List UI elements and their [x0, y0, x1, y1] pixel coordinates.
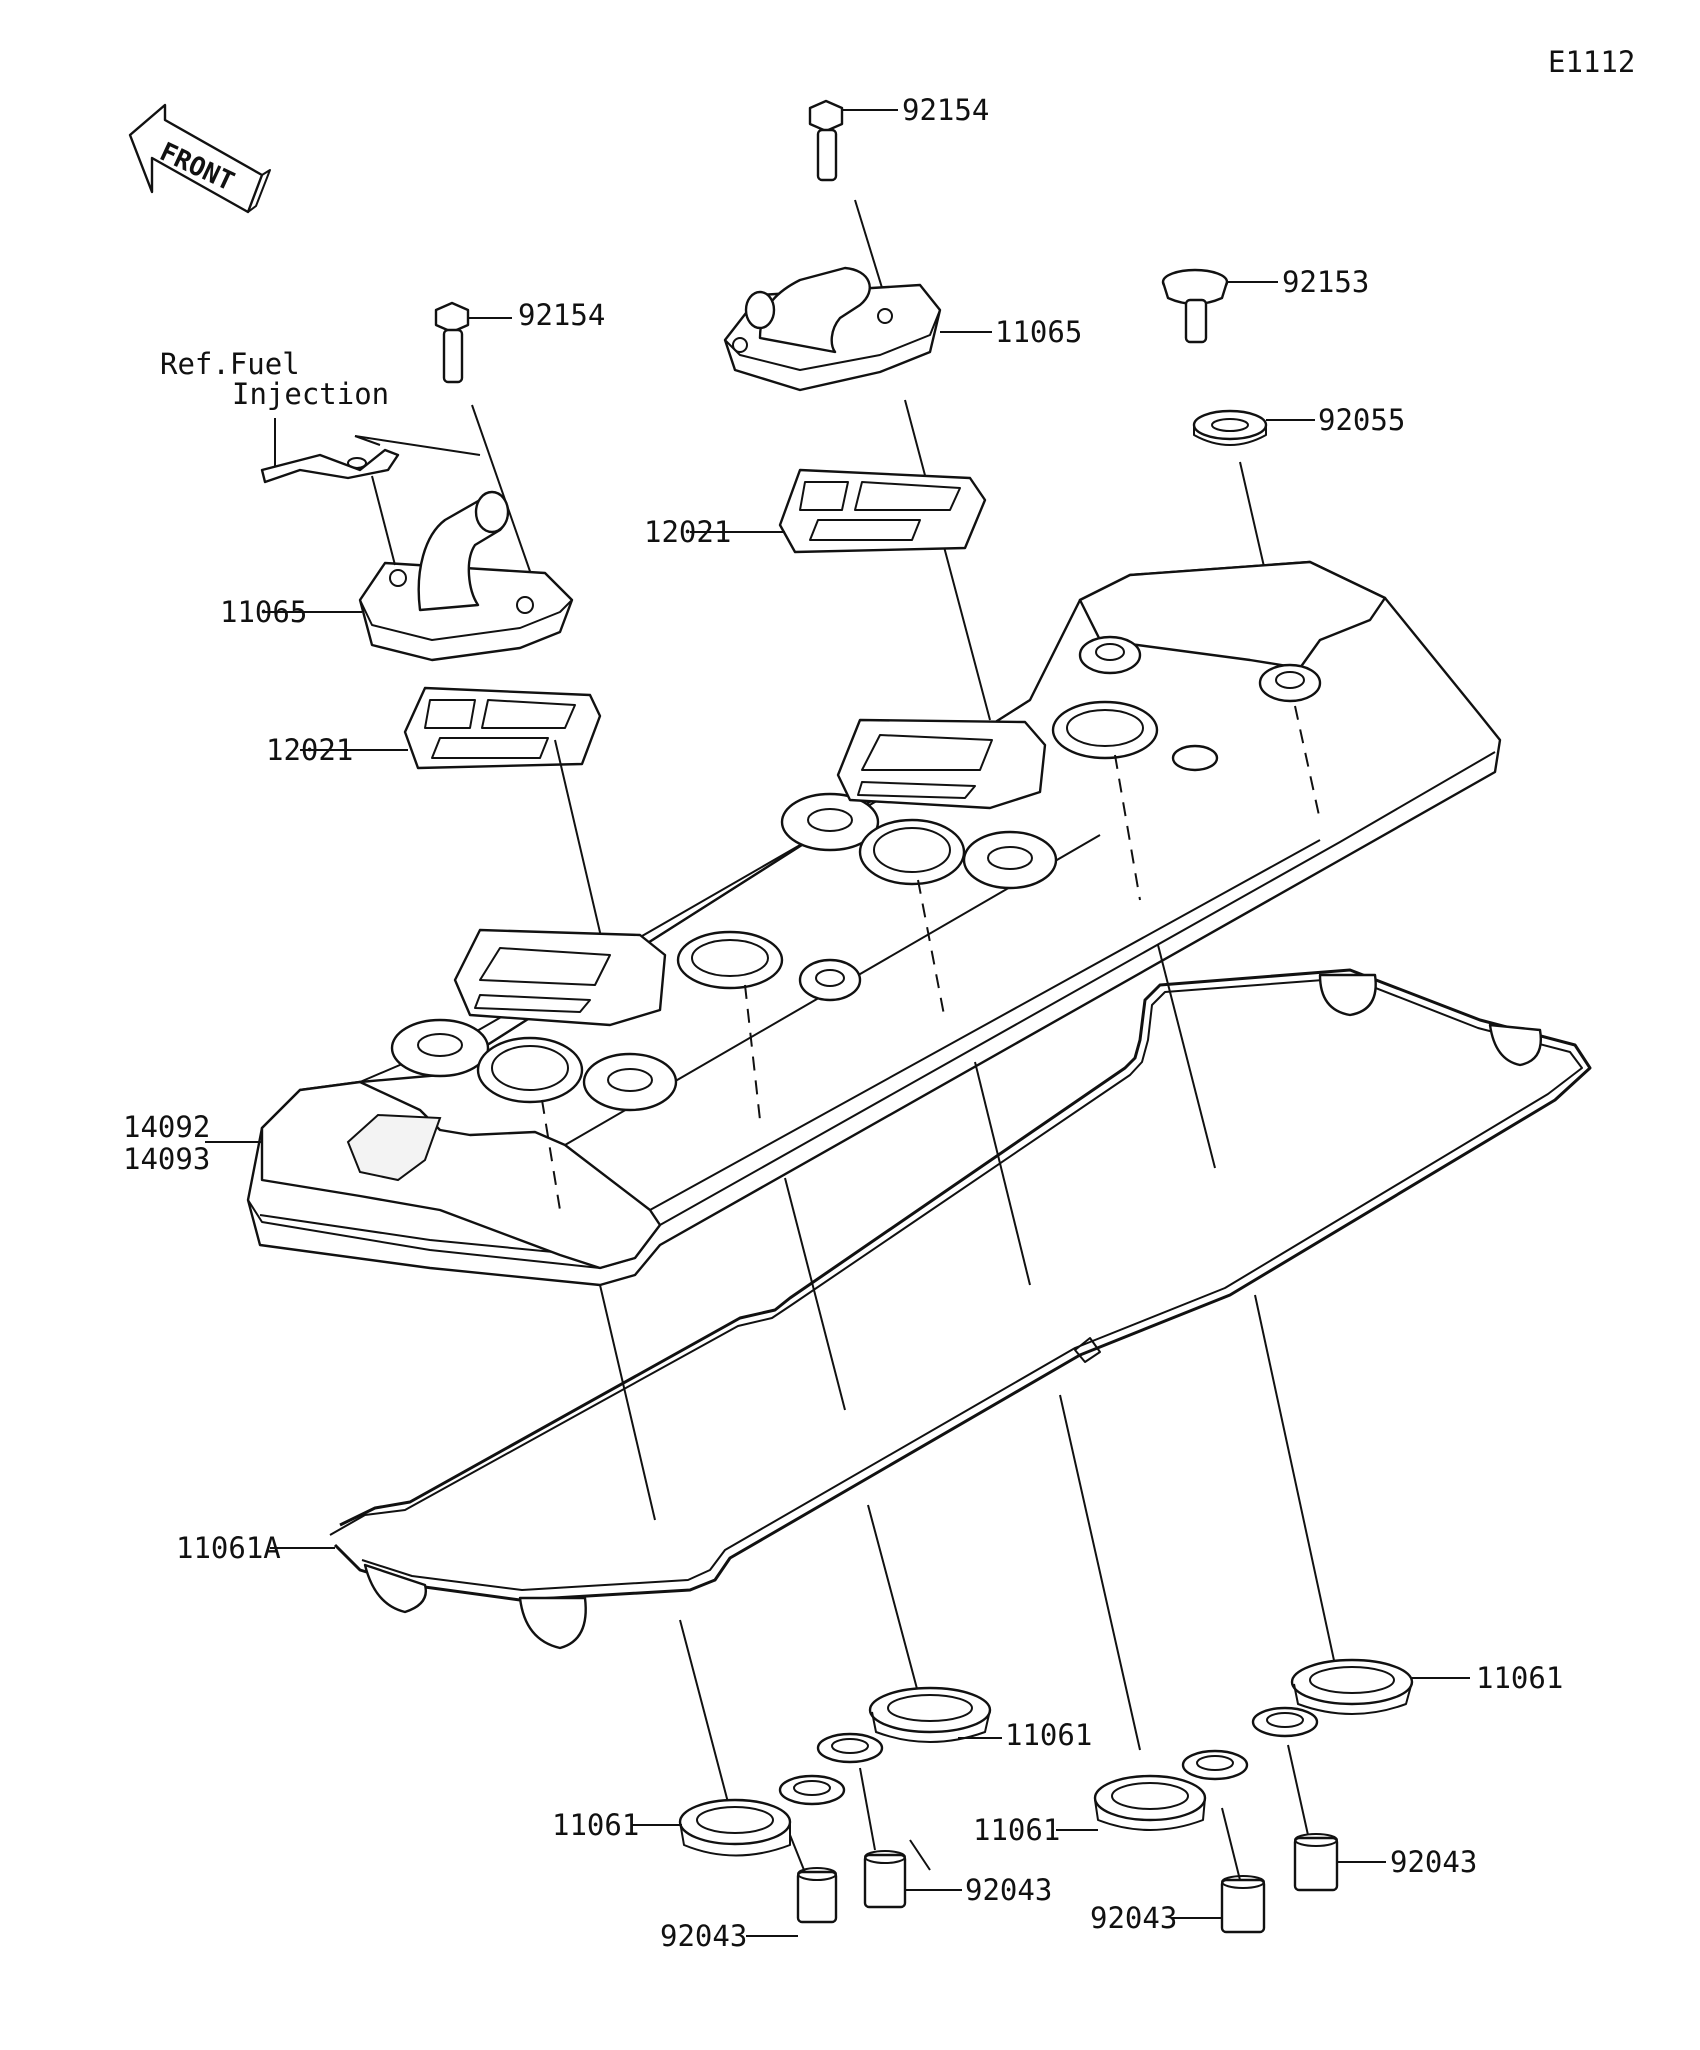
label-collar-3: 92043 [1090, 1901, 1177, 1935]
label-plug-gasket-4: 11061 [1476, 1661, 1563, 1695]
label-plug-gasket-2: 11061 [1005, 1718, 1092, 1752]
front-arrow-icon: FRONT [128, 103, 271, 214]
ref-label-line1: Ref.Fuel [160, 347, 300, 381]
collar-1 [796, 1867, 838, 1924]
bolt-center [808, 99, 844, 182]
plug-gasket-4 [1251, 1658, 1414, 1738]
collar-4 [1293, 1833, 1339, 1892]
label-bolt-right: 92153 [1282, 265, 1369, 299]
label-bolt-left: 92154 [518, 298, 605, 332]
diagram-code: E1112 [1548, 45, 1635, 79]
reed-valve-center [778, 468, 987, 554]
reed-valve-left [403, 686, 602, 770]
label-cover-gasket: 11061A [176, 1531, 281, 1565]
label-cover-code-1: 14092 [123, 1110, 210, 1144]
label-plug-gasket-1: 11061 [552, 1808, 639, 1842]
label-collar-2: 92043 [965, 1873, 1052, 1907]
label-collar-1: 92043 [660, 1919, 747, 1953]
collar-3 [1220, 1875, 1266, 1934]
label-bolt-center: 92154 [902, 93, 989, 127]
reed-cover-left [358, 490, 574, 662]
label-cover-code-2: 14093 [123, 1142, 210, 1176]
label-collar-4: 92043 [1390, 1845, 1477, 1879]
label-washer: 92055 [1318, 403, 1405, 437]
ref-label-line2: Injection [232, 377, 389, 411]
label-reed-valve-center: 12021 [644, 515, 731, 549]
bolt-left [434, 301, 470, 384]
plug-gasket-1 [678, 1774, 846, 1857]
bolt-right [1161, 268, 1229, 344]
plug-gasket-3 [1093, 1749, 1249, 1831]
collar-2 [863, 1850, 907, 1909]
cover-gasket [329, 968, 1592, 1650]
cylinder-head-cover [246, 560, 1502, 1287]
label-reed-cover-left: 11065 [220, 595, 307, 629]
washer [1192, 409, 1268, 446]
reed-cover-center [723, 266, 942, 392]
fuel-injection-bracket [260, 448, 400, 484]
label-reed-cover-center: 11065 [995, 315, 1082, 349]
label-plug-gasket-3: 11061 [973, 1813, 1060, 1847]
plug-gasket-2 [816, 1686, 992, 1764]
label-reed-valve-left: 12021 [266, 733, 353, 767]
